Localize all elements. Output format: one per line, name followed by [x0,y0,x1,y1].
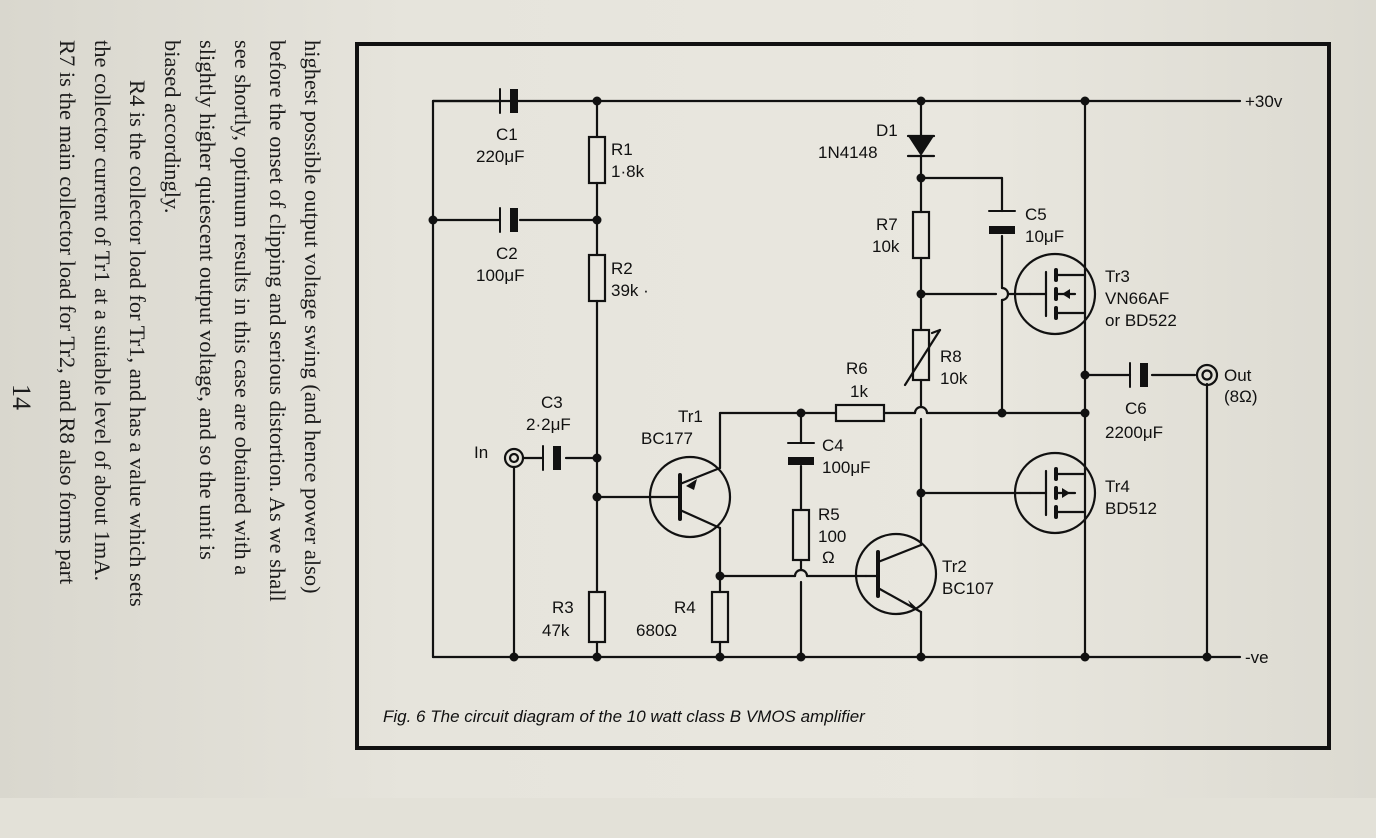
r4-name: R4 [674,598,696,617]
r2-value: 39k · [611,281,649,300]
book-page: highest possible output voltage swing (a… [0,0,1376,798]
r3-value: 47k [542,621,570,640]
tr4-name: Tr4 [1105,477,1130,496]
r8-value: 10k [940,369,968,388]
c5-value: 10μF [1025,227,1064,246]
r6-value: 1k [850,382,868,401]
positive-rail-label: +30v [1245,92,1283,111]
tr2-value: BC107 [942,579,994,598]
r1-value: 1·8k [611,162,645,181]
r5-name: R5 [818,505,840,524]
r6-name: R6 [846,359,868,378]
r8-name: R8 [940,347,962,366]
r5-value: 100 [818,527,846,546]
c6-value: 2200μF [1105,423,1163,442]
tr3-alt: or BD522 [1105,311,1177,330]
figure-caption: Fig. 6 The circuit diagram of the 10 wat… [383,707,866,726]
c4-value: 100μF [822,458,871,477]
r3-name: R3 [552,598,574,617]
figure-frame [355,42,1331,750]
r2-name: R2 [611,259,633,278]
r4-value: 680Ω [636,621,677,640]
c6-name: C6 [1125,399,1147,418]
tr1-value: BC177 [641,429,693,448]
tr1-name: Tr1 [678,407,703,426]
circuit-diagram: +30v -ve In Out (8Ω) C1 220μF C2 100μF C… [383,88,1283,726]
r5-unit: Ω [822,548,835,567]
r7-value: 10k [872,237,900,256]
tr3-name: Tr3 [1105,267,1130,286]
c3-value: 2·2μF [526,415,571,434]
tr4-value: BD512 [1105,499,1157,518]
tr2-name: Tr2 [942,557,967,576]
output-load-label: (8Ω) [1224,387,1258,406]
c2-name: C2 [496,244,518,263]
d1-value: 1N4148 [818,143,878,162]
r1-name: R1 [611,140,633,159]
c3-name: C3 [541,393,563,412]
d1-name: D1 [876,121,898,140]
input-label: In [474,443,488,462]
c2-value: 100μF [476,266,525,285]
c5-name: C5 [1025,205,1047,224]
tr3-value: VN66AF [1105,289,1169,308]
negative-rail-label: -ve [1245,648,1269,667]
r7-name: R7 [876,215,898,234]
c1-value: 220μF [476,147,525,166]
output-label: Out [1224,366,1252,385]
c1-name: C1 [496,125,518,144]
c4-name: C4 [822,436,844,455]
